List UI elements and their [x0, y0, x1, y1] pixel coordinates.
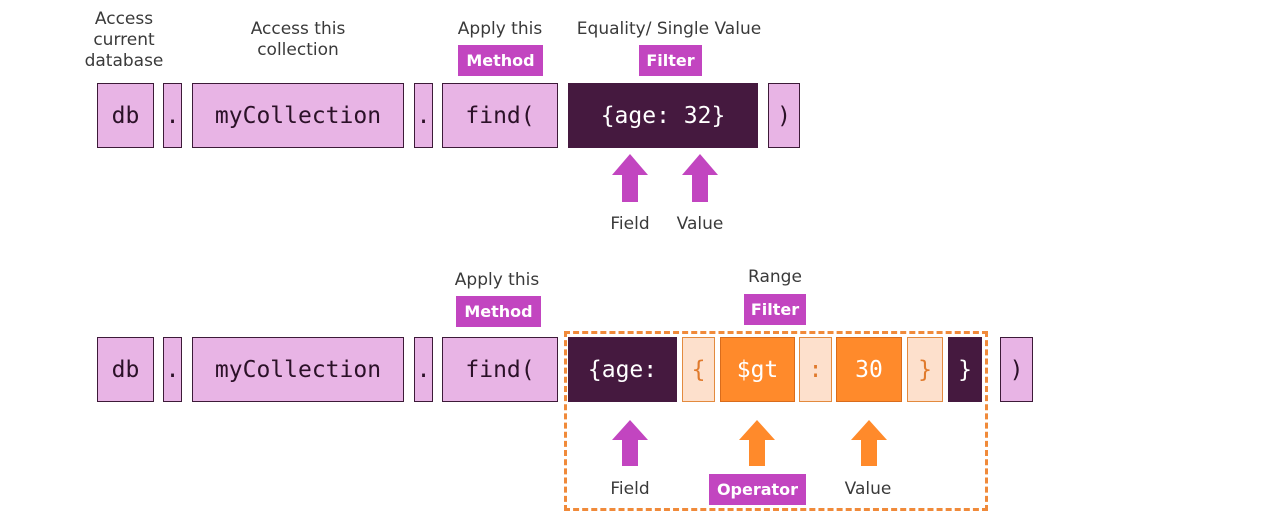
caption-filter: Equality/ Single Value — [576, 19, 762, 39]
value-label: Value — [844, 479, 892, 499]
dot-box: . — [414, 337, 433, 402]
outer-close-brace-box: } — [948, 337, 982, 402]
method-badge: Method — [458, 45, 543, 76]
collection-box: myCollection — [192, 83, 404, 148]
close-paren-box: ) — [1000, 337, 1033, 402]
caption-db: Access current database — [84, 9, 164, 71]
find-method-box: find( — [442, 337, 558, 402]
value-arrow-icon — [851, 420, 887, 466]
caption-method: Apply this — [457, 19, 543, 39]
field-label: Field — [610, 214, 650, 234]
dot-box: . — [163, 337, 182, 402]
value-arrow-icon — [682, 154, 718, 202]
close-paren-box: ) — [768, 83, 800, 148]
colon-box: : — [799, 337, 832, 402]
open-brace-box: { — [682, 337, 715, 402]
operator-box: $gt — [720, 337, 795, 402]
caption-filter: Range — [748, 267, 802, 287]
operator-badge: Operator — [709, 474, 806, 505]
field-arrow-icon — [612, 154, 648, 202]
db-box: db — [97, 83, 154, 148]
dot-box: . — [163, 83, 182, 148]
value-box: 30 — [836, 337, 902, 402]
field-arrow-icon — [612, 420, 648, 466]
value-label: Value — [676, 214, 724, 234]
db-box: db — [97, 337, 154, 402]
close-brace-box: } — [907, 337, 943, 402]
caption-collection: Access this collection — [250, 19, 346, 60]
filter-badge: Filter — [639, 45, 702, 76]
query-box: {age: 32} — [568, 83, 758, 148]
dot-box: . — [414, 83, 433, 148]
range-filter-group — [564, 331, 988, 511]
field-box: {age: — [568, 337, 677, 402]
collection-box: myCollection — [192, 337, 404, 402]
operator-arrow-icon — [739, 420, 775, 466]
field-label: Field — [610, 479, 650, 499]
find-method-box: find( — [442, 83, 558, 148]
method-badge: Method — [456, 296, 541, 327]
caption-method: Apply this — [454, 270, 540, 290]
filter-badge: Filter — [744, 294, 806, 325]
